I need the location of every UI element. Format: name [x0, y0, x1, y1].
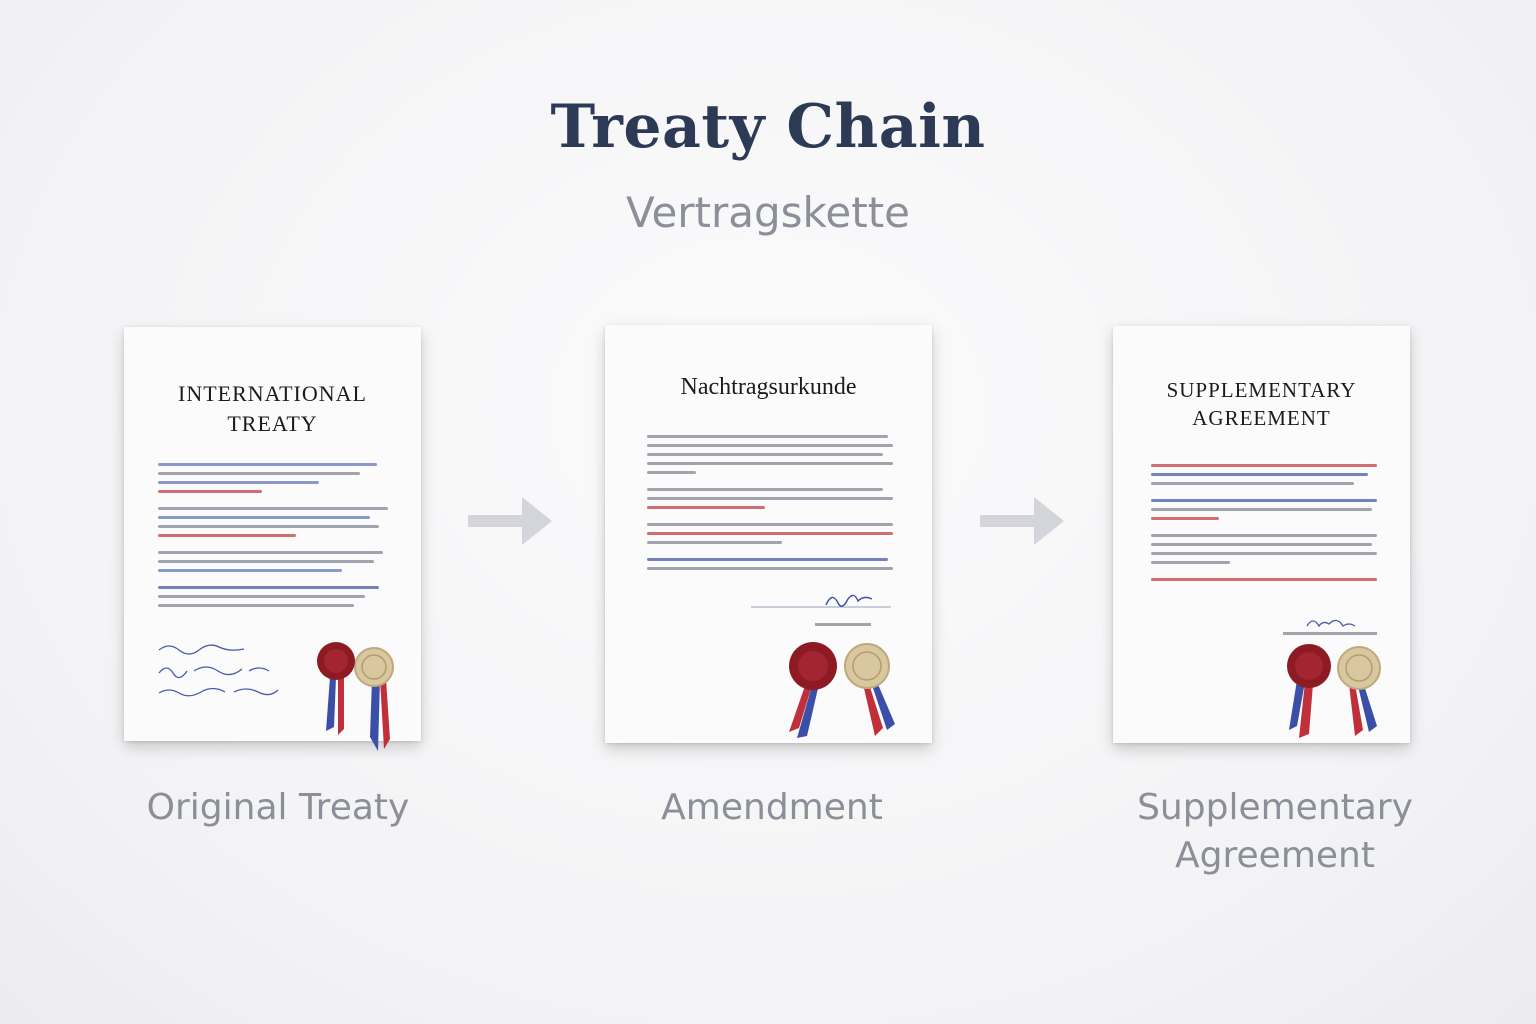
wax-seal-icon [1287, 644, 1381, 738]
wax-seal-icon [317, 642, 394, 751]
page-title: Treaty Chain [550, 92, 986, 162]
caption-original-treaty: Original Treaty [146, 787, 410, 828]
document-heading: SUPPLEMENTARY AGREEMENT [1166, 378, 1357, 431]
signature-icon [1283, 619, 1377, 635]
document-original-treaty: INTERNATIONAL TREATY [124, 327, 421, 751]
arrow-right-icon [980, 497, 1064, 545]
document-heading: Nachtragsurkunde [680, 374, 857, 400]
caption-amendment: Amendment [661, 787, 883, 828]
document-body-text [647, 435, 893, 576]
wax-seal-icon [789, 642, 895, 738]
document-supplementary-agreement: SUPPLEMENTARY AGREEMENT [1113, 326, 1410, 743]
signature-icon [158, 644, 279, 697]
arrow-right-icon [468, 497, 552, 545]
document-heading: INTERNATIONAL TREATY [178, 381, 367, 436]
document-amendment: Nachtragsurkunde [605, 325, 932, 743]
page-subtitle: Vertragskette [625, 188, 911, 237]
signature-icon [751, 594, 891, 626]
caption-supplementary-agreement: Supplementary Agreement [1137, 787, 1413, 876]
document-body-text [158, 463, 388, 613]
document-body-text [1151, 464, 1377, 587]
